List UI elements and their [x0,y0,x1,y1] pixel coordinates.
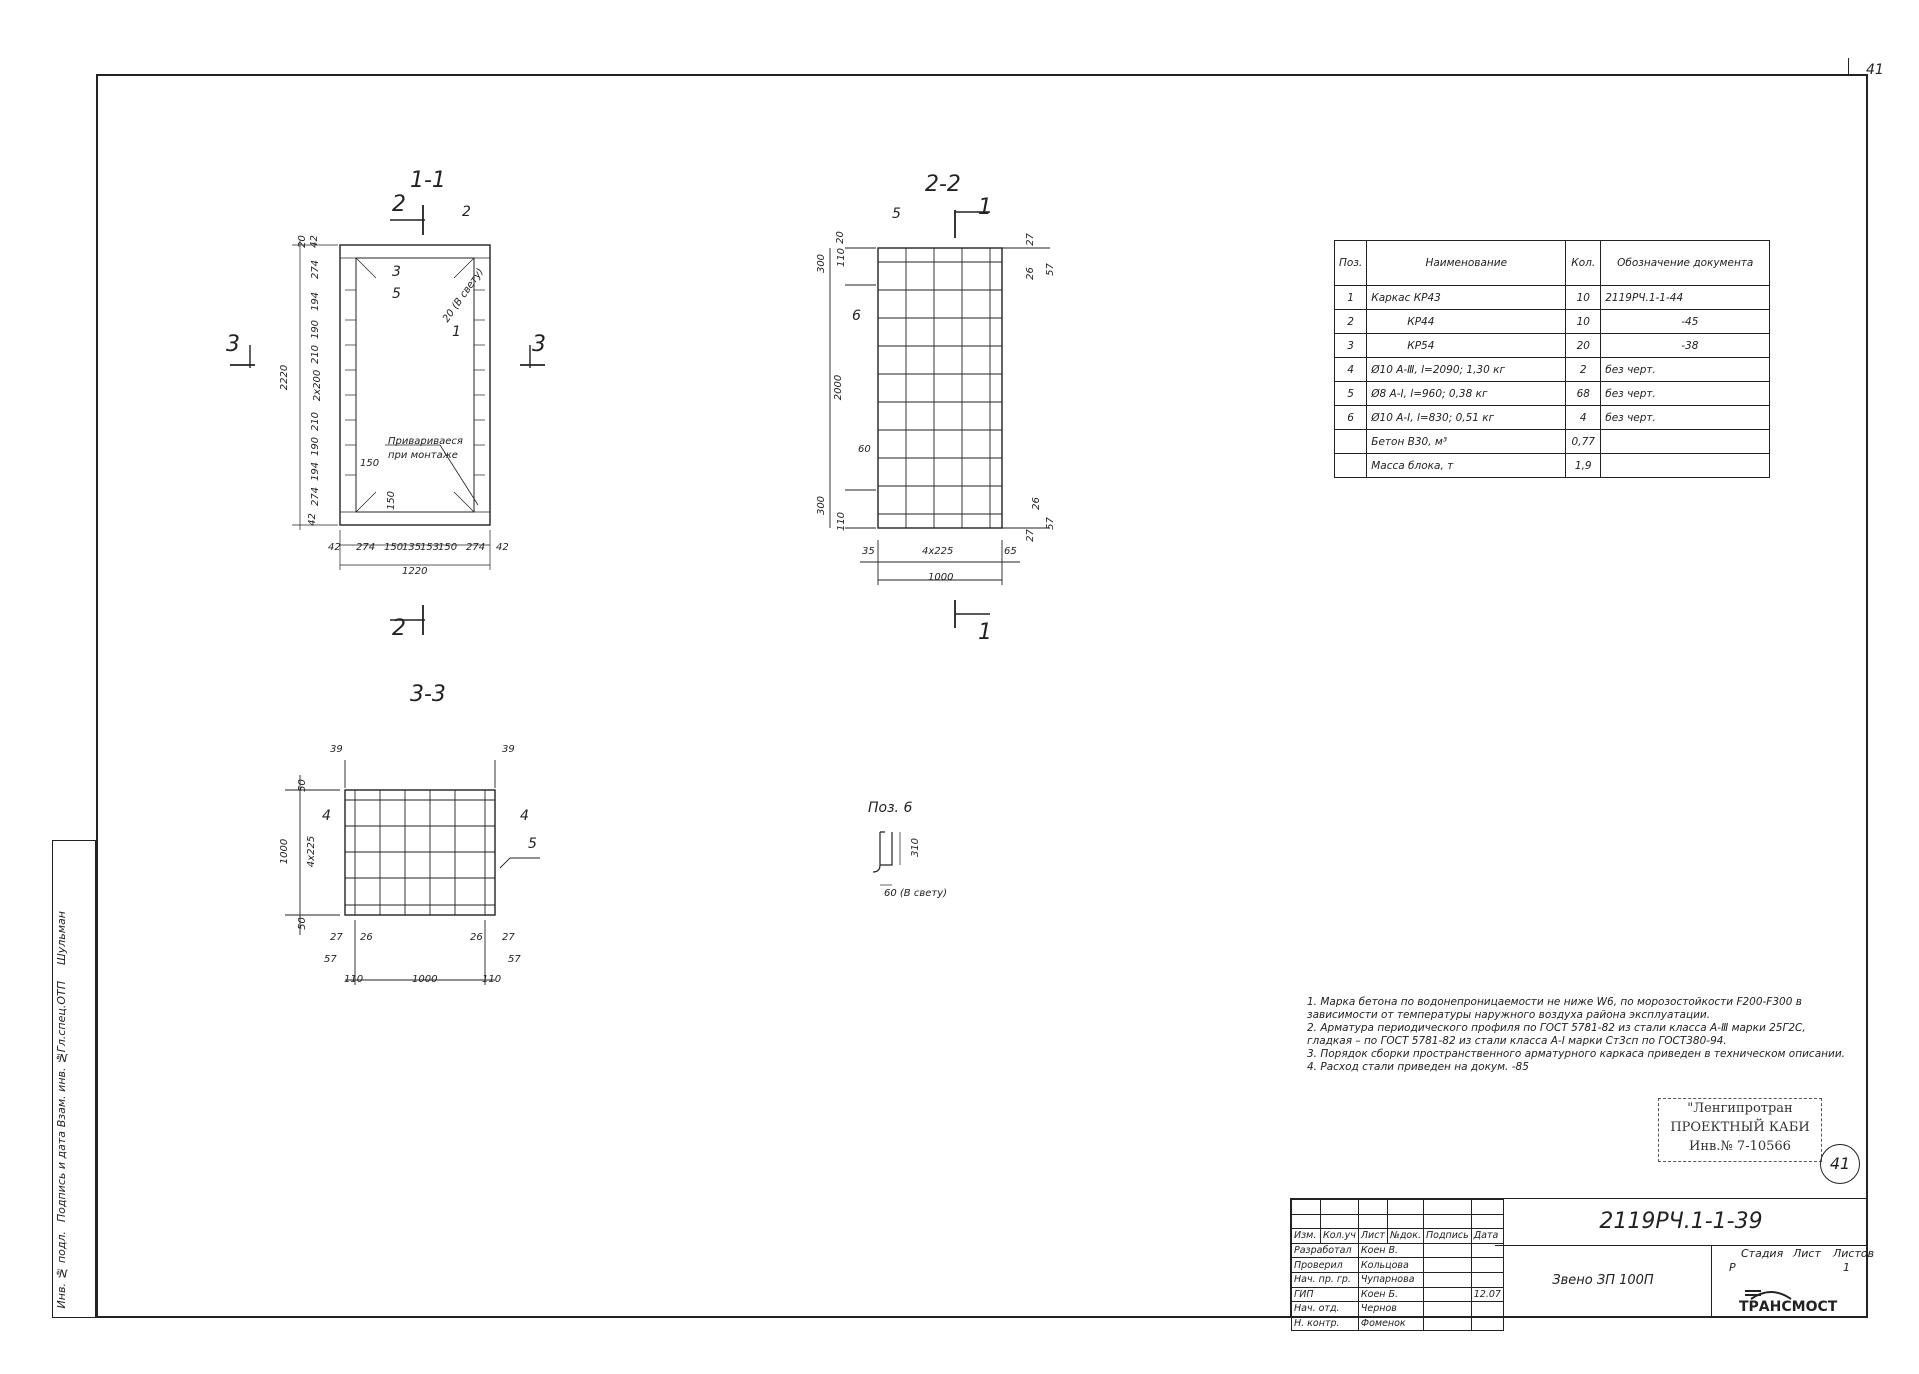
pos-label-2: 2 [462,204,471,220]
dim-50-bottom-s33: 50 [296,917,308,930]
pos-label-5-s22: 5 [892,206,901,222]
side-field-gl-spec: Гл.спец.ОТП [55,981,68,1053]
pos-label-6: 6 [852,308,861,324]
bridge-logo-icon [1745,1290,1792,1300]
cut-mark-3-left: 3 [226,332,240,357]
spec-header-name: Наименование [1366,240,1567,286]
pos-label-5: 5 [392,286,401,302]
dims-right-2-2: 27 26 57 26 27 57 [1024,233,1056,542]
note-2: 2. Арматура периодического профиля по ГО… [1307,1022,1806,1047]
side-field-vzam: Взам. инв. № [55,1051,68,1128]
document-name: Звено ЗП 100П [1495,1245,1712,1317]
dim-total-v-1-1: 2220 [279,364,291,391]
cut-mark-2-bottom: 2 [392,616,406,641]
pos-label-3: 3 [392,264,401,280]
company-logo: ТРАНСМОСТ [1731,1285,1859,1315]
table-row: Нач. отд.Чернов [1291,1301,1504,1317]
note-1: 1. Марка бетона по водонепроницаемости н… [1307,996,1802,1021]
dim-total-h-2-2: 1000 [928,572,954,583]
poz6-title: Поз. 6 [868,800,913,816]
side-field-name: Шульман [55,911,68,966]
pos-label-5-s33: 5 [528,836,537,852]
poz6-dim-w: 60 (В свету) [884,888,948,899]
archive-stamp: "Ленгипротран ПРОЕКТНЫЙ КАБИ Инв.№ 7-105… [1658,1098,1822,1162]
drawing-frame [96,74,1868,1318]
dim-60-s22: 60 [858,444,871,455]
spec-header-row: Поз. Наименование Кол. Обозначение докум… [1333,240,1771,286]
table-row: Нач. пр. гр.Чупарнова [1291,1271,1504,1288]
dims-left-1-1: 20 42 274 194 190 210 2х200 210 190 194 … [296,235,324,526]
cut-mark-1-bottom: 1 [978,620,992,645]
pos-label-1: 1 [452,324,461,340]
section-1-1-title: 1-1 [410,168,446,193]
spec-table: Поз. Наименование Кол. Обозначение докум… [1333,240,1771,478]
dims-left-2-2: 20 110 300 2000 300 110 [816,231,848,532]
dim-1000-v-s33: 1000 [279,838,291,865]
section-3-3-outline [344,789,496,916]
dim-4x225-s22: 4х225 [922,546,954,557]
pos-label-4-right: 4 [520,808,529,824]
section-1-1-outline [339,244,491,526]
dim-39-left-s33: 39 [330,744,343,755]
cut-mark-1-top: 1 [978,195,992,220]
weld-note-1: Привариваеся [388,436,463,447]
note-4: 4. Расход стали приведен на докум. -85 [1307,1061,1529,1073]
dim-150-a: 150 [360,458,380,469]
section-3-3-title: 3-3 [410,682,446,707]
spec-header-qty: Кол. [1565,240,1602,286]
sheet-tab [1848,58,1869,76]
dims-bottom-3-3: 27 26 26 27 57 57 110 1000 110 [324,932,521,985]
side-approval-strip: Инв. № подл. Подпись и дата Взам. инв. №… [52,840,96,1318]
stage-block: Стадия Лист Листов Р 1 [1729,1247,1875,1274]
dim-50-top-s33: 50 [296,779,308,792]
table-row: Н. контр.Фоменок [1291,1315,1504,1332]
circled-sheet-number: 41 [1820,1144,1860,1184]
side-field-sign-date: Подпись и дата [55,1131,68,1223]
cut-mark-2-top: 2 [392,192,406,217]
poz6-dim-h: 310 [910,837,922,858]
dim-total-h-1-1: 1220 [402,566,428,577]
dim-39-right-s33: 39 [502,744,515,755]
pos-label-4-left: 4 [322,808,331,824]
dim-65-s22: 65 [1004,546,1017,557]
note-3: 3. Порядок сборки пространственного арма… [1307,1048,1845,1060]
section-2-2-outline [877,247,1003,529]
side-field-inv-podl: Инв. № подл. [55,1231,68,1309]
weld-note-2: при монтаже [388,450,458,461]
dims-bottom-1-1: 42 274 150 135 153 150 274 42 [328,542,509,553]
dim-150-b: 150 [386,490,398,511]
dim-35-s22: 35 [862,546,875,557]
general-notes: 1. Марка бетона по водонепроницаемости н… [1307,996,1847,1074]
document-number: 2119РЧ.1-1-39 [1495,1199,1867,1246]
spec-header-doc: Обозначение документа [1600,240,1771,286]
sheet-number: 41 [1866,62,1884,78]
section-2-2-title: 2-2 [925,172,961,197]
spec-header-pos: Поз. [1333,240,1368,286]
cut-mark-3-right: 3 [532,332,546,357]
dim-4x225-v-s33: 4х225 [306,835,318,868]
